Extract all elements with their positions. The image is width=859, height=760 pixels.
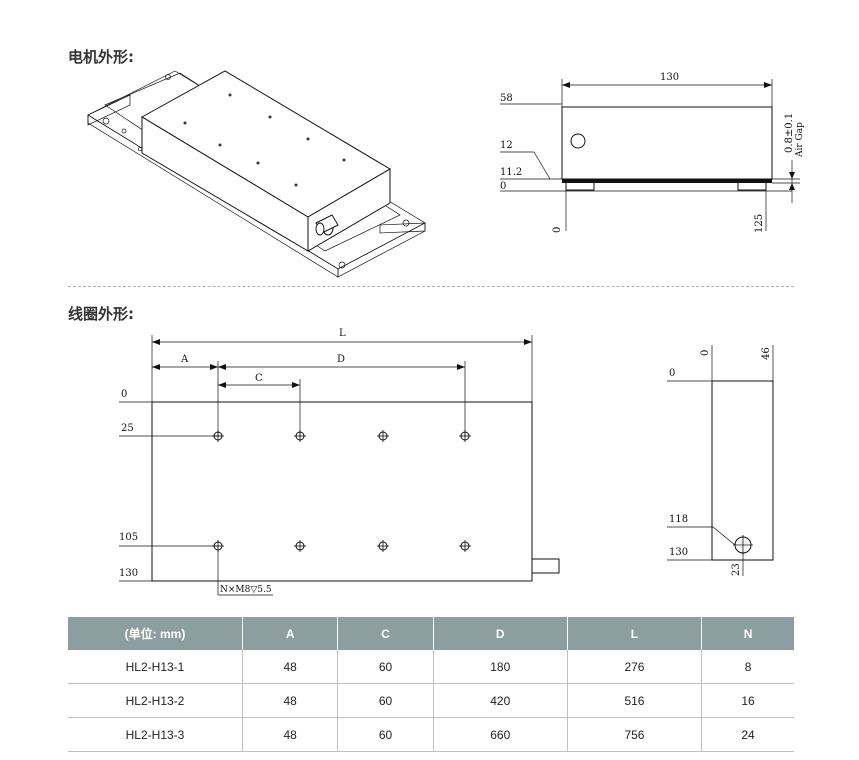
coil-label-105: 105 xyxy=(119,532,138,543)
table-row: HL2-H13-3 48 60 660 756 24 xyxy=(68,717,794,752)
label-58: 58 xyxy=(500,93,513,104)
cell-a: 48 xyxy=(242,717,339,752)
label-125: 125 xyxy=(754,214,765,233)
side-top-0: 0 xyxy=(700,350,711,356)
dim-a: A xyxy=(180,354,189,365)
cell-d: 180 xyxy=(433,650,568,684)
table-header-row: (单位: mm) A C D L N xyxy=(68,617,794,650)
header-l: L xyxy=(567,617,703,650)
dim-l: L xyxy=(339,328,346,339)
motor-isometric-drawing xyxy=(87,70,426,278)
dim-c: C xyxy=(255,373,263,384)
cell-a: 48 xyxy=(242,650,339,684)
dim-130-top: 130 xyxy=(660,72,679,83)
section-divider xyxy=(68,286,794,287)
label-11-2: 11.2 xyxy=(500,167,522,178)
cell-model: HL2-H13-1 xyxy=(68,650,243,684)
cell-d: 420 xyxy=(433,683,568,718)
cell-n: 16 xyxy=(701,683,794,718)
spec-table: (单位: mm) A C D L N HL2-H13-1 48 60 180 2… xyxy=(68,617,794,752)
label-12: 12 xyxy=(500,140,513,151)
motor-outline-title: 电机外形: xyxy=(68,48,134,66)
cell-l: 276 xyxy=(567,650,703,684)
air-gap-value: 0.8±0.1 xyxy=(784,113,795,153)
side-bottom-23: 23 xyxy=(731,563,742,576)
side-left-0: 0 xyxy=(669,368,675,379)
coil-outline-title: 线圈外形: xyxy=(68,305,134,323)
cell-model: HL2-H13-2 xyxy=(68,683,243,718)
cell-n: 8 xyxy=(701,650,794,684)
coil-top-view-drawing: L A D C 0 25 105 130 xyxy=(119,328,560,596)
table-row: HL2-H13-2 48 60 420 516 16 xyxy=(68,683,794,718)
header-unit: (单位: mm) xyxy=(68,617,243,650)
label-bottom-0: 0 xyxy=(552,227,563,233)
air-gap-label: Air Gap xyxy=(795,122,805,158)
cell-l: 756 xyxy=(567,717,703,752)
header-c: C xyxy=(337,617,434,650)
cell-model: HL2-H13-3 xyxy=(68,717,243,752)
header-a: A xyxy=(242,617,339,650)
cell-c: 60 xyxy=(337,717,434,752)
coil-side-view-drawing: 0 46 0 118 130 23 xyxy=(667,345,774,576)
cell-c: 60 xyxy=(337,650,434,684)
cell-c: 60 xyxy=(337,683,434,718)
cell-n: 24 xyxy=(701,717,794,752)
coil-label-130: 130 xyxy=(119,568,138,579)
table-row: HL2-H13-1 48 60 180 276 8 xyxy=(68,650,794,684)
coil-label-0: 0 xyxy=(121,389,127,400)
header-n: N xyxy=(701,617,794,650)
side-label-118: 118 xyxy=(669,514,688,525)
side-label-130: 130 xyxy=(669,547,688,558)
label-0: 0 xyxy=(500,181,506,192)
mounting-holes xyxy=(212,430,471,552)
coil-label-25: 25 xyxy=(121,423,134,434)
header-d: D xyxy=(433,617,568,650)
cell-a: 48 xyxy=(242,683,339,718)
cell-d: 660 xyxy=(433,717,568,752)
side-top-46: 46 xyxy=(761,347,772,360)
motor-side-view-drawing: 130 58 12 11.2 0 0 125 0.8±0.1 Air Gap xyxy=(500,72,805,233)
dim-d: D xyxy=(337,354,345,365)
cell-l: 516 xyxy=(567,683,703,718)
hole-note: N×M8▽5.5 xyxy=(220,585,272,595)
